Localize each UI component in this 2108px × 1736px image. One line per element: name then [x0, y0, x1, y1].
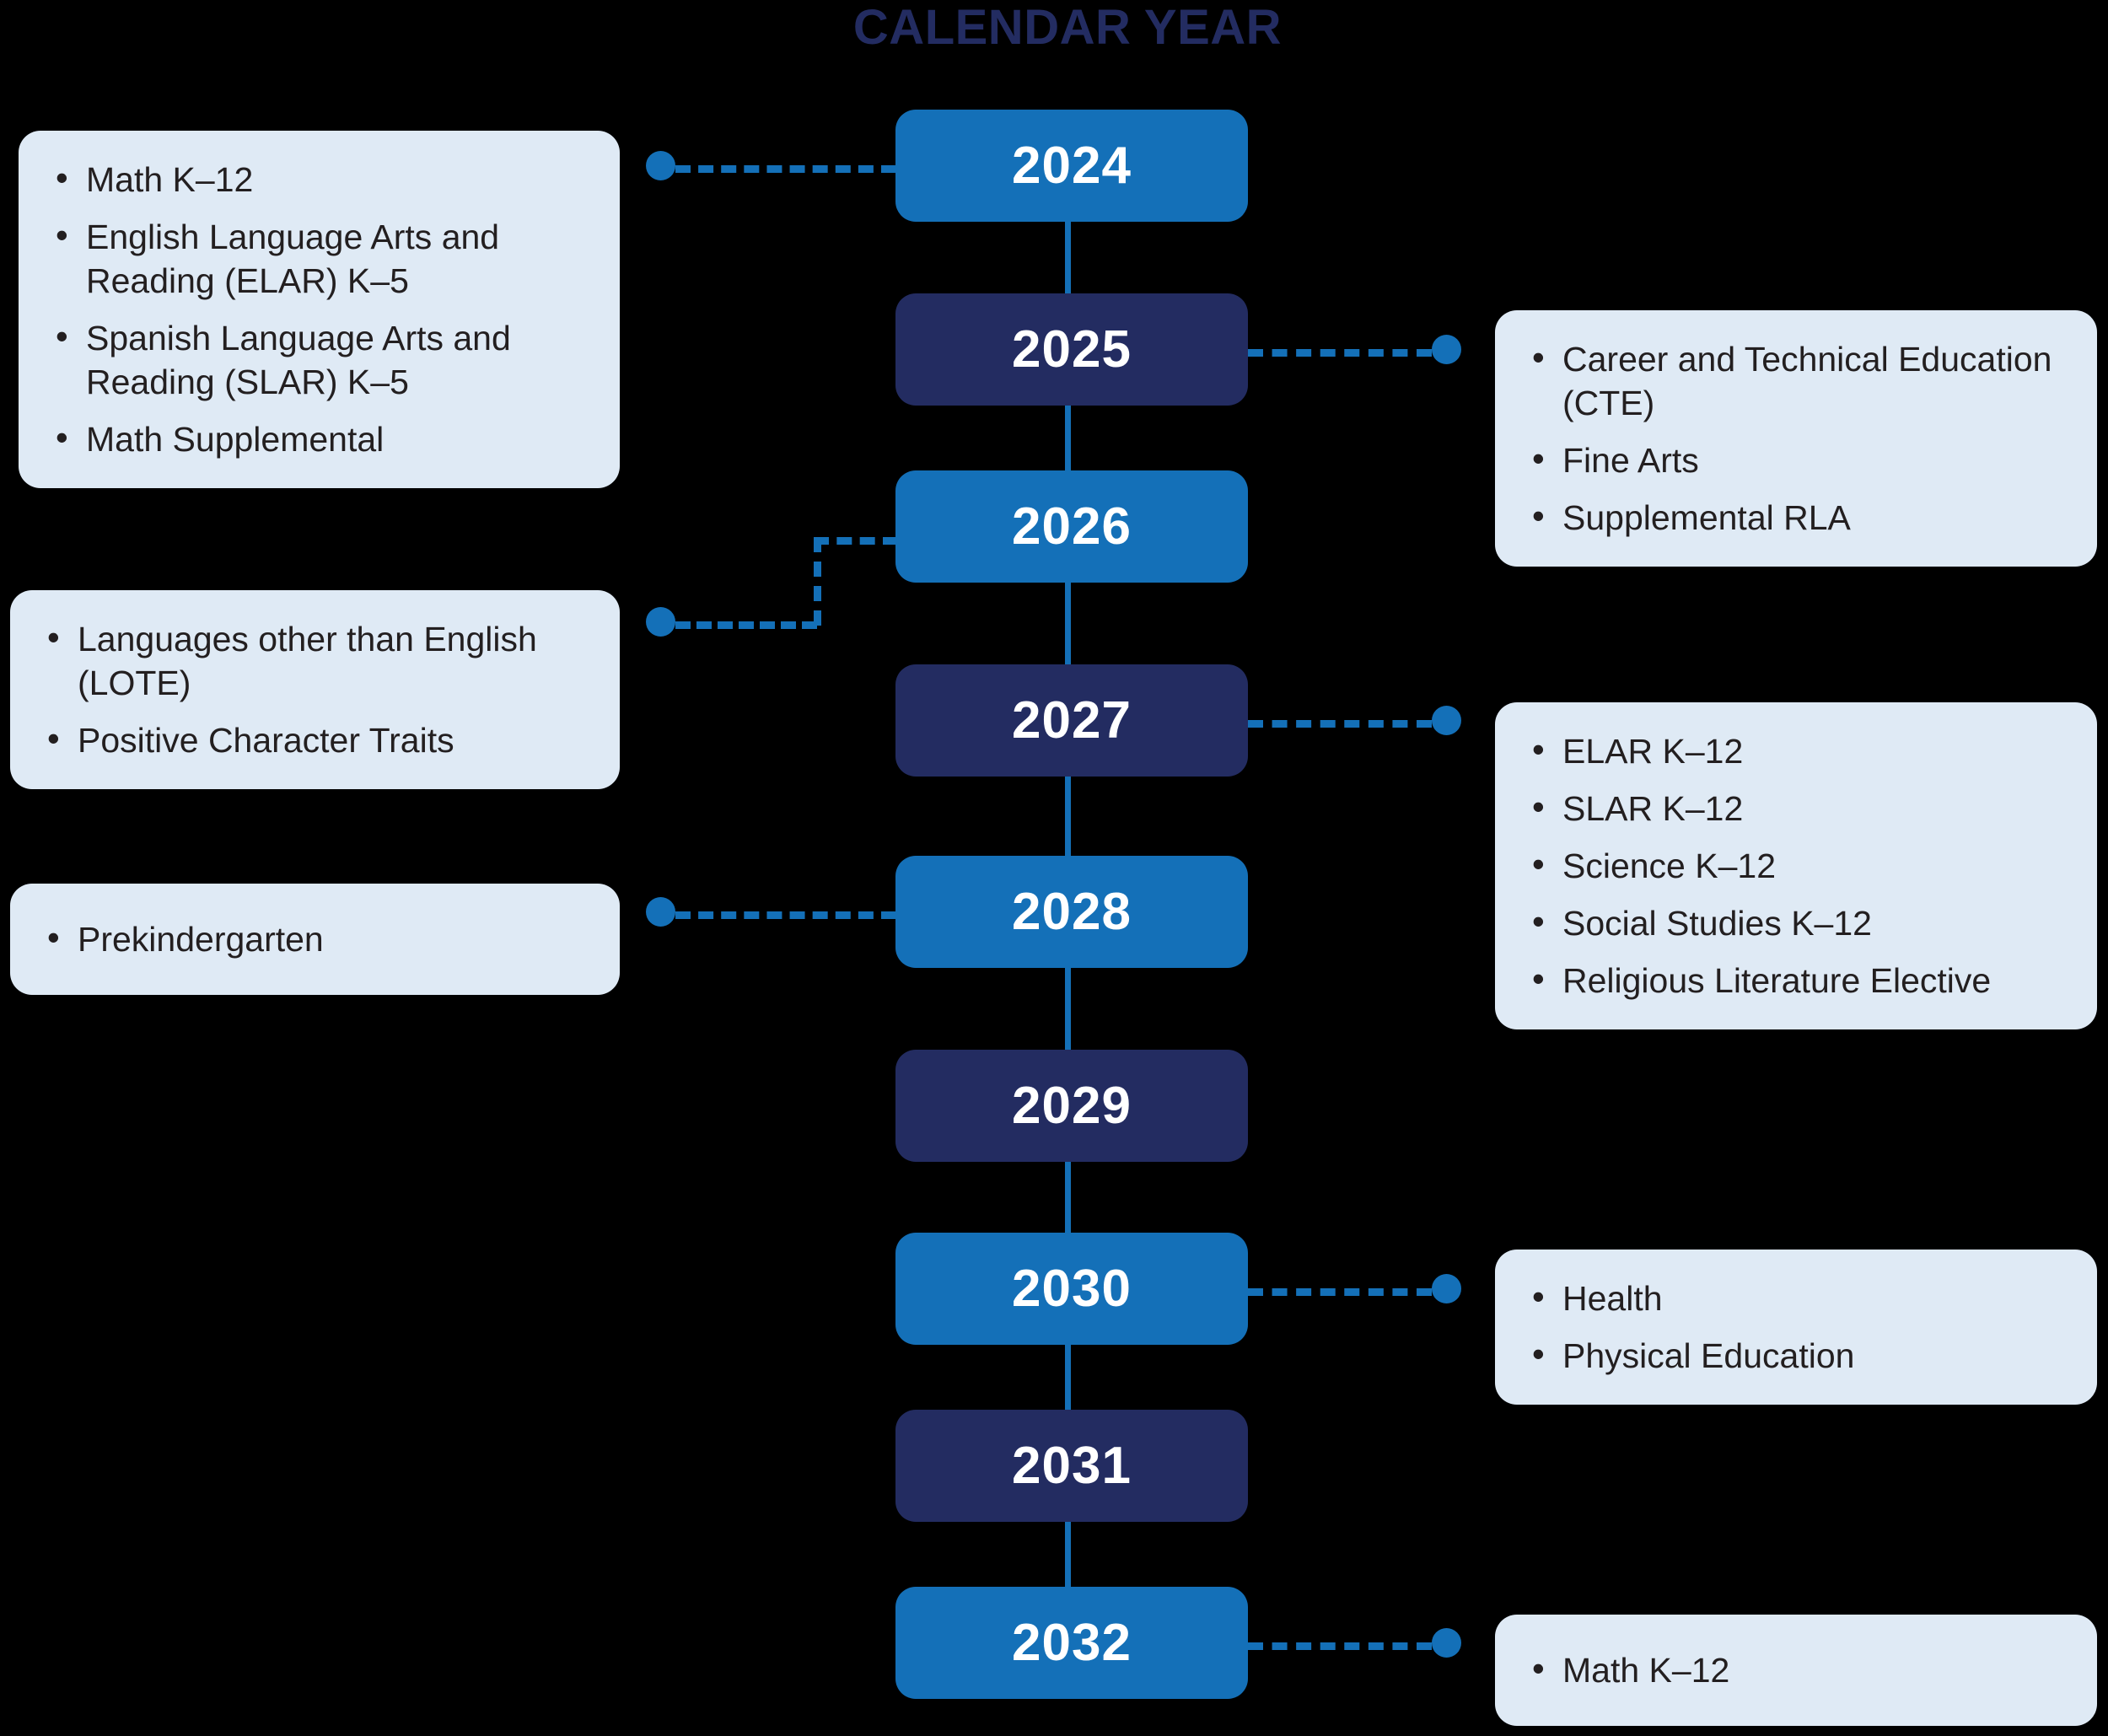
year-badge-label: 2031: [1012, 1437, 1132, 1495]
info-list: Languages other than English (LOTE) Posi…: [46, 615, 594, 762]
connector-line-2030: [1248, 1288, 1432, 1296]
info-box-2032[interactable]: Math K–12: [1495, 1615, 2097, 1726]
list-item: ELAR K–12: [1530, 728, 2072, 773]
list-item: Math Supplemental: [54, 416, 594, 461]
connector-dot-2030: [1432, 1274, 1461, 1303]
connector-line-2032: [1248, 1642, 1432, 1650]
year-badge-label: 2026: [1012, 497, 1132, 556]
list-item: Supplemental RLA: [1530, 494, 2072, 540]
year-badge-2029[interactable]: 2029: [895, 1050, 1248, 1162]
connector-line-2026-riser: [814, 537, 821, 626]
connector-dot-2025: [1432, 335, 1461, 364]
year-badge-2030[interactable]: 2030: [895, 1233, 1248, 1345]
info-box-2026[interactable]: Languages other than English (LOTE) Posi…: [10, 590, 620, 789]
connector-line-2026-upper: [814, 537, 898, 545]
list-item: SLAR K–12: [1530, 785, 2072, 830]
year-badge-label: 2028: [1012, 883, 1132, 941]
spine-segment-2024-2025: [1065, 222, 1071, 293]
year-badge-2024[interactable]: 2024: [895, 110, 1248, 222]
connector-dot-2032: [1432, 1628, 1461, 1658]
info-list: Math K–12: [1530, 1647, 2072, 1692]
info-box-2024[interactable]: Math K–12 English Language Arts and Read…: [19, 131, 620, 488]
year-badge-2028[interactable]: 2028: [895, 856, 1248, 968]
connector-line-2028: [675, 911, 896, 919]
spine-segment-2029-2030: [1065, 1162, 1071, 1233]
year-badge-2026[interactable]: 2026: [895, 470, 1248, 583]
list-item: Math K–12: [1530, 1647, 2072, 1692]
list-item: Physical Education: [1530, 1332, 2072, 1378]
list-item: Languages other than English (LOTE): [46, 615, 594, 705]
year-badge-label: 2024: [1012, 137, 1132, 195]
spine-segment-2031-2032: [1065, 1522, 1071, 1587]
year-badge-2031[interactable]: 2031: [895, 1410, 1248, 1522]
info-box-2028[interactable]: Prekindergarten: [10, 884, 620, 995]
list-item: Prekindergarten: [46, 916, 594, 961]
year-badge-label: 2032: [1012, 1614, 1132, 1672]
info-box-2027[interactable]: ELAR K–12 SLAR K–12 Science K–12 Social …: [1495, 702, 2097, 1029]
list-item: Math K–12: [54, 156, 594, 202]
page-title: CALENDAR YEAR: [852, 0, 1283, 55]
info-list: Health Physical Education: [1530, 1275, 2072, 1378]
year-badge-label: 2027: [1012, 691, 1132, 750]
list-item: English Language Arts and Reading (ELAR)…: [54, 213, 594, 303]
connector-line-2026-lower: [675, 621, 817, 629]
info-box-2030[interactable]: Health Physical Education: [1495, 1250, 2097, 1405]
list-item: Social Studies K–12: [1530, 900, 2072, 945]
info-list: ELAR K–12 SLAR K–12 Science K–12 Social …: [1530, 728, 2072, 1002]
list-item: Health: [1530, 1275, 2072, 1320]
list-item: Science K–12: [1530, 842, 2072, 888]
info-box-2025[interactable]: Career and Technical Education (CTE) Fin…: [1495, 310, 2097, 567]
year-badge-label: 2030: [1012, 1260, 1132, 1318]
connector-dot-2026: [646, 607, 675, 637]
connector-dot-2028: [646, 897, 675, 927]
year-badge-2032[interactable]: 2032: [895, 1587, 1248, 1699]
list-item: Fine Arts: [1530, 437, 2072, 482]
spine-segment-2030-2031: [1065, 1345, 1071, 1410]
year-badge-label: 2025: [1012, 320, 1132, 379]
connector-line-2025: [1248, 349, 1432, 357]
info-list: Career and Technical Education (CTE) Fin…: [1530, 336, 2072, 540]
info-list: Prekindergarten: [46, 916, 594, 961]
year-badge-2027[interactable]: 2027: [895, 664, 1248, 777]
connector-line-2024: [675, 165, 896, 173]
info-list: Math K–12 English Language Arts and Read…: [54, 156, 594, 461]
year-badge-label: 2029: [1012, 1077, 1132, 1135]
spine-segment-2027-2028: [1065, 777, 1071, 856]
connector-dot-2024: [646, 151, 675, 180]
spine-segment-2025-2026: [1065, 406, 1071, 470]
list-item: Spanish Language Arts and Reading (SLAR)…: [54, 314, 594, 404]
spine-segment-2028-2029: [1065, 968, 1071, 1050]
year-badge-2025[interactable]: 2025: [895, 293, 1248, 406]
list-item: Career and Technical Education (CTE): [1530, 336, 2072, 425]
connector-dot-2027: [1432, 706, 1461, 735]
list-item: Religious Literature Elective: [1530, 957, 2072, 1002]
spine-segment-2026-2027: [1065, 583, 1071, 664]
list-item: Positive Character Traits: [46, 717, 594, 762]
connector-line-2027: [1248, 720, 1432, 728]
